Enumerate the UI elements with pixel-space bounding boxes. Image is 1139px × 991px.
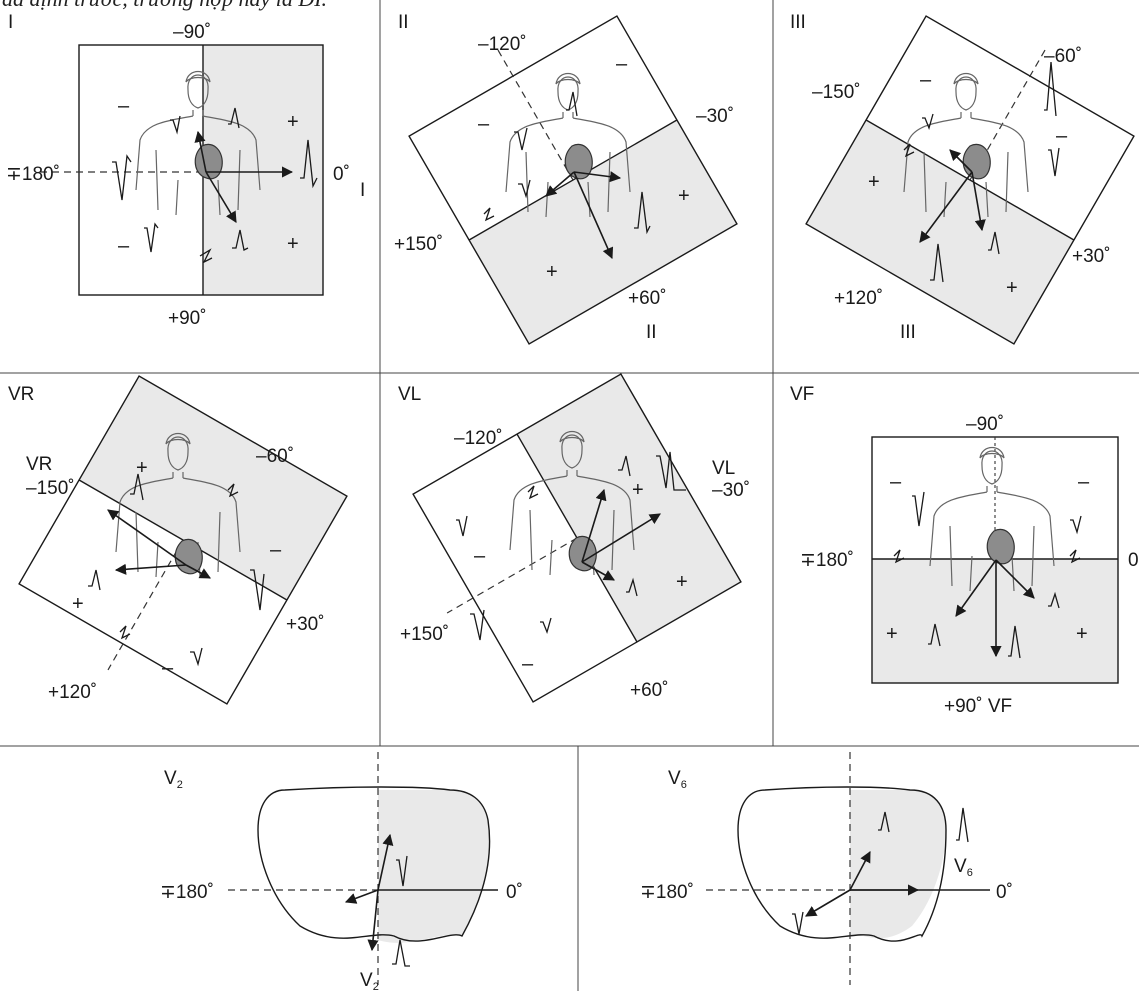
- panel-title-VL: VL: [398, 384, 421, 405]
- angle-bottom-I: +90˚: [168, 308, 207, 329]
- angle-left-VF: ∓180˚: [800, 550, 854, 571]
- sign-II-2: –: [616, 53, 628, 75]
- angle-right-VF: 0: [1128, 550, 1139, 571]
- angle-d-VL: +60˚: [630, 680, 669, 701]
- sign-VR-3: +: [72, 593, 84, 615]
- panel-lead-VR: VR VR –150˚ –60˚ +30˚ +120˚ + – + –: [8, 375, 348, 705]
- sign-VL-3: +: [676, 571, 688, 593]
- sign-VL-1: +: [632, 479, 644, 501]
- angle-c-III: +30˚: [1072, 246, 1111, 267]
- panel-title-VF: VF: [790, 384, 814, 405]
- panel-lead-V6: V6 ∓180˚ 0˚ V6: [640, 752, 1013, 985]
- sign-VF-2: –: [1078, 471, 1090, 493]
- lead-label-VR: VR: [26, 454, 52, 475]
- panel-title-II: II: [398, 12, 409, 33]
- angle-top-VF: –90˚: [966, 414, 1004, 435]
- sign-VL-2: –: [474, 545, 486, 567]
- panel-title-VR: VR: [8, 384, 34, 405]
- sign-I-2: +: [287, 111, 299, 133]
- sign-VF-1: –: [890, 471, 902, 493]
- panel-lead-II: II –120˚ –30˚ +150˚ +60˚ II – – + +: [394, 12, 738, 345]
- angle-d-II: +60˚: [628, 288, 667, 309]
- sign-III-1: –: [920, 69, 932, 91]
- angle-left-V6: ∓180˚: [640, 882, 694, 903]
- angle-left-V2: ∓180˚: [160, 882, 214, 903]
- sign-VL-4: –: [522, 653, 534, 675]
- sign-II-1: –: [478, 113, 490, 135]
- sign-VR-4: –: [162, 657, 174, 679]
- angle-right-V6: 0˚: [996, 882, 1013, 903]
- angle-b-II: –30˚: [696, 106, 734, 127]
- panel-lead-I: I –90˚ +90˚ ∓180˚ 0˚ I – + – +: [6, 12, 365, 329]
- angle-d-VR: +120˚: [48, 682, 97, 703]
- panel-title-V2: V2: [164, 768, 183, 791]
- sign-VR-2: –: [270, 539, 282, 561]
- lead-label-VL: VL: [712, 458, 735, 479]
- panel-lead-V2: V2 ∓180˚ 0˚ V2: [160, 752, 523, 991]
- lead-label-III: III: [900, 322, 916, 343]
- angle-right-I: 0˚: [333, 164, 350, 185]
- angle-b-VL: –30˚: [712, 480, 750, 501]
- sign-II-4: +: [678, 185, 690, 207]
- sign-III-3: +: [868, 171, 880, 193]
- panel-lead-VL: VL –120˚ VL –30˚ +150˚ +60˚ + – + –: [398, 373, 750, 703]
- angle-b-VR: –60˚: [256, 446, 294, 467]
- panel-title-V6: V6: [668, 768, 687, 791]
- angle-left-I: ∓180˚: [6, 164, 60, 185]
- angle-right-V2: 0˚: [506, 882, 523, 903]
- panel-title-I: I: [8, 12, 13, 33]
- angle-bottom-VF: +90˚ VF: [944, 696, 1012, 717]
- angle-c-VL: +150˚: [400, 624, 449, 645]
- angle-top-I: –90˚: [173, 22, 211, 43]
- sign-VR-1: +: [136, 457, 148, 479]
- sign-VF-4: +: [1076, 623, 1088, 645]
- panel-title-III: III: [790, 12, 806, 33]
- sign-I-1: –: [118, 95, 130, 117]
- angle-a-VL: –120˚: [454, 428, 503, 449]
- sign-VF-3: +: [886, 623, 898, 645]
- angle-b-III: –150˚: [812, 82, 861, 103]
- angle-c-VR: +30˚: [286, 614, 325, 635]
- panel-lead-III: III –60˚ –150˚ +30˚ +120˚ III – – + +: [790, 12, 1135, 345]
- sign-I-4: +: [287, 233, 299, 255]
- angle-a-II: –120˚: [478, 34, 527, 55]
- angle-d-III: +120˚: [834, 288, 883, 309]
- panel-lead-VF: VF –90˚ ∓180˚ 0 +90˚ VF – – + +: [790, 384, 1139, 717]
- sign-III-4: +: [1006, 277, 1018, 299]
- sign-II-3: +: [546, 261, 558, 283]
- lead-label-II: II: [646, 322, 657, 343]
- sign-I-3: –: [118, 235, 130, 257]
- lead-label-V6: V6: [954, 856, 973, 879]
- angle-c-II: +150˚: [394, 234, 443, 255]
- caption-text: đã định trước, trường hợp này là DI.: [2, 0, 327, 12]
- sign-III-2: –: [1056, 125, 1068, 147]
- lead-label-V2: V2: [360, 970, 379, 991]
- lead-label-I: I: [360, 180, 365, 201]
- angle-a-VR: –150˚: [26, 478, 75, 499]
- angle-a-III: –60˚: [1044, 46, 1082, 67]
